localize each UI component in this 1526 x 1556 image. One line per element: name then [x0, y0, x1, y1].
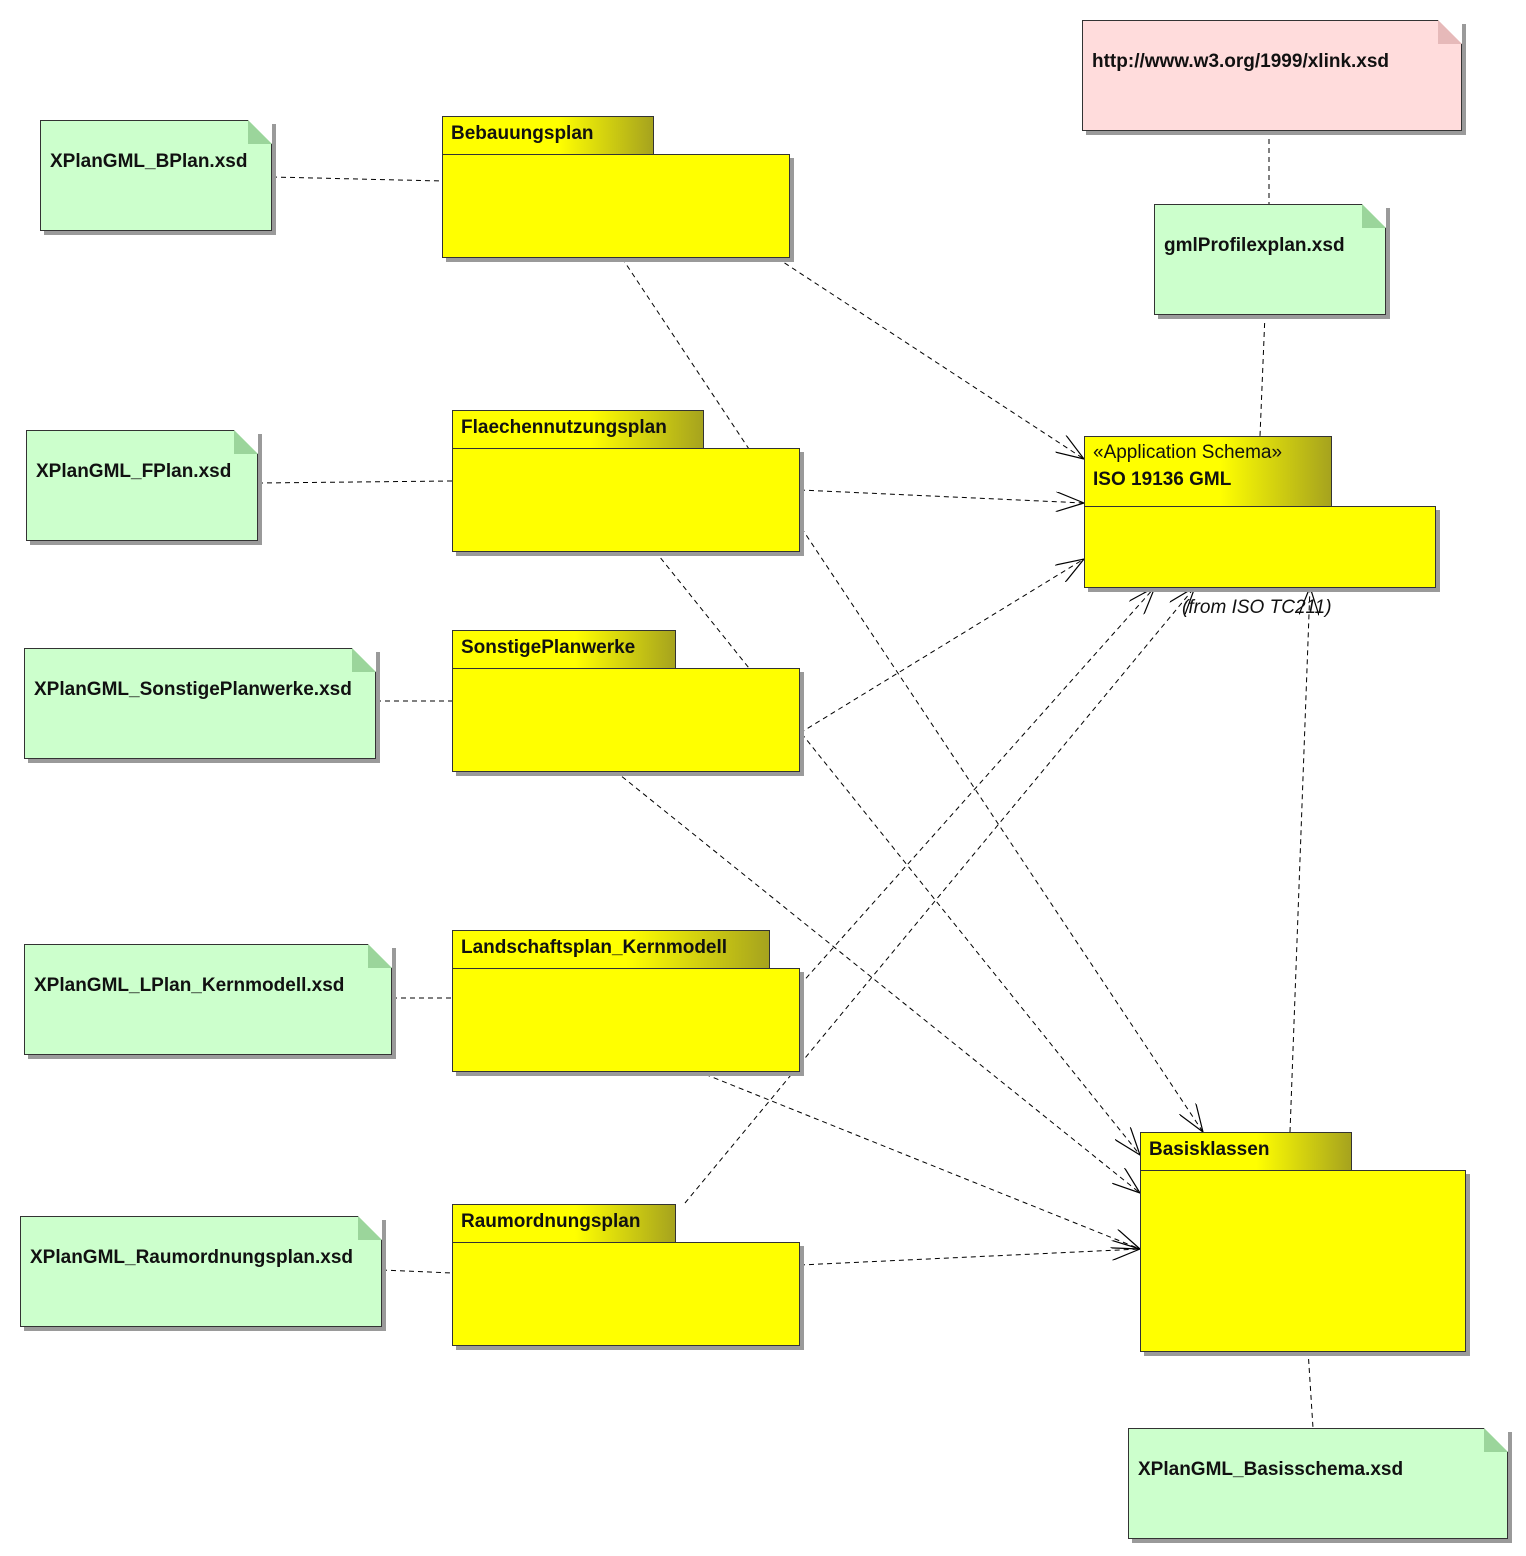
package-body [1140, 1170, 1466, 1352]
dep-flaechen-iso [799, 489, 1084, 503]
dep-basis-iso [1289, 587, 1310, 1133]
note-bplan-xsd: XPlanGML_BPlan.xsd [40, 120, 272, 231]
dep-landschaft-basis [696, 1070, 1140, 1249]
dep-landschaft-iso [799, 587, 1155, 986]
package-tab [452, 630, 676, 670]
anchor-fplan [257, 480, 453, 484]
package-body [1084, 506, 1436, 588]
note-label: XPlanGML_LPlan_Kernmodell.xsd [34, 975, 345, 996]
anchor-raumordnung [381, 1269, 453, 1274]
package-origin-label: (from ISO TC211) [1182, 597, 1332, 618]
dep-bebauungsplan-iso [776, 257, 1084, 459]
note-lplan-xsd: XPlanGML_LPlan_Kernmodell.xsd [24, 944, 392, 1055]
package-tab [1084, 436, 1332, 508]
note-label: XPlanGML_Basisschema.xsd [1138, 1459, 1404, 1480]
anchor-bplan [271, 176, 443, 182]
note-label: XPlanGML_Raumordnungsplan.xsd [30, 1247, 354, 1268]
note-fplan-xsd: XPlanGML_FPlan.xsd [26, 430, 258, 541]
package-body [452, 1242, 800, 1346]
package-name: ISO 19136 GML [1093, 469, 1232, 490]
package-tab [442, 116, 654, 156]
package-body [452, 968, 800, 1072]
note-label: XPlanGML_BPlan.xsd [50, 151, 248, 172]
package-body [442, 154, 790, 258]
package-stereotype: «Application Schema» [1093, 442, 1283, 463]
note-gmlprofile-xsd: gmlProfilexplan.xsd [1154, 204, 1386, 315]
note-label: http://www.w3.org/1999/xlink.xsd [1092, 51, 1390, 72]
package-body [452, 668, 800, 772]
note-label: XPlanGML_SonstigePlanwerke.xsd [34, 679, 352, 700]
anchor-basisschema [1307, 1349, 1314, 1429]
package-tab [1140, 1132, 1352, 1172]
package-name: Landschaftsplan_Kernmodell [461, 937, 728, 958]
anchor-gmlprofile [1259, 313, 1266, 437]
note-raumordnung-xsd: XPlanGML_Raumordnungsplan.xsd [20, 1216, 382, 1327]
dep-raumordnung-basis [799, 1249, 1140, 1266]
package-name: Flaechennutzungsplan [461, 417, 667, 438]
package-name: Raumordnungsplan [461, 1211, 641, 1232]
note-basisschema-xsd: XPlanGML_Basisschema.xsd [1128, 1428, 1508, 1539]
package-name: SonstigePlanwerke [461, 637, 636, 658]
package-name: Basisklassen [1149, 1139, 1270, 1160]
package-name: Bebauungsplan [451, 123, 594, 144]
package-tab [452, 410, 704, 450]
package-body [452, 448, 800, 552]
note-sonstige-xsd: XPlanGML_SonstigePlanwerke.xsd [24, 648, 376, 759]
dep-sonstige-iso [799, 559, 1084, 734]
note-label: XPlanGML_FPlan.xsd [36, 461, 232, 482]
note-label: gmlProfilexplan.xsd [1164, 235, 1345, 256]
note-xlink-xsd: http://www.w3.org/1999/xlink.xsd [1082, 20, 1462, 131]
